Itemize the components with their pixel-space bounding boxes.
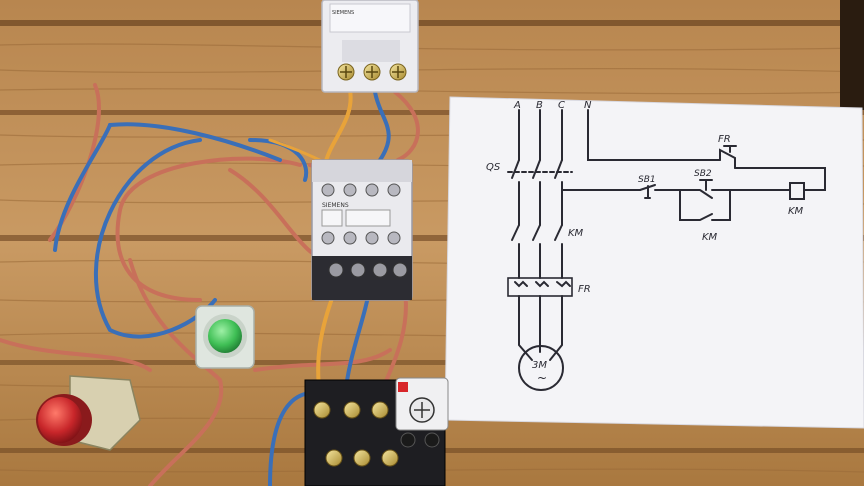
stop-button-label: SB1 <box>638 175 656 185</box>
red-stop-button <box>36 375 141 451</box>
contactor-top-screws <box>321 183 401 197</box>
phase-label-n: N <box>584 100 592 111</box>
motor-symbol: ~ <box>537 371 547 385</box>
overload-relay <box>304 377 449 486</box>
contactor-mid-screws <box>321 231 401 245</box>
overload-brass-screws <box>313 401 399 467</box>
contactor-label: KM <box>568 228 584 239</box>
schematic-drawing <box>507 109 826 391</box>
holding-contact-label: KM <box>702 232 718 243</box>
start-button-label: SB2 <box>694 169 712 179</box>
green-start-button <box>195 305 255 369</box>
breaker-label: QS <box>486 162 501 173</box>
contactor-brand-label: SIEMENS <box>322 202 349 209</box>
phase-label-c: C <box>558 100 565 111</box>
schematic-paper <box>444 96 864 429</box>
coil-label: KM <box>788 206 804 217</box>
breaker-terminal-screws <box>337 63 407 81</box>
overload-contact-label: FR <box>718 134 731 145</box>
phase-label-a: A <box>513 100 521 111</box>
schematic-labels: A B C N QS KM FR FR SB1 SB2 KM KM 3M ~ <box>486 100 804 385</box>
circuit-breaker: SIEMENS <box>321 0 419 93</box>
contactor: SIEMENS <box>311 159 413 301</box>
motor-label: 3M <box>532 360 547 371</box>
contactor-bottom-screws <box>328 262 408 278</box>
overload-label: FR <box>578 284 591 295</box>
breaker-brand-label: SIEMENS <box>332 10 354 16</box>
phase-label-b: B <box>536 100 543 111</box>
